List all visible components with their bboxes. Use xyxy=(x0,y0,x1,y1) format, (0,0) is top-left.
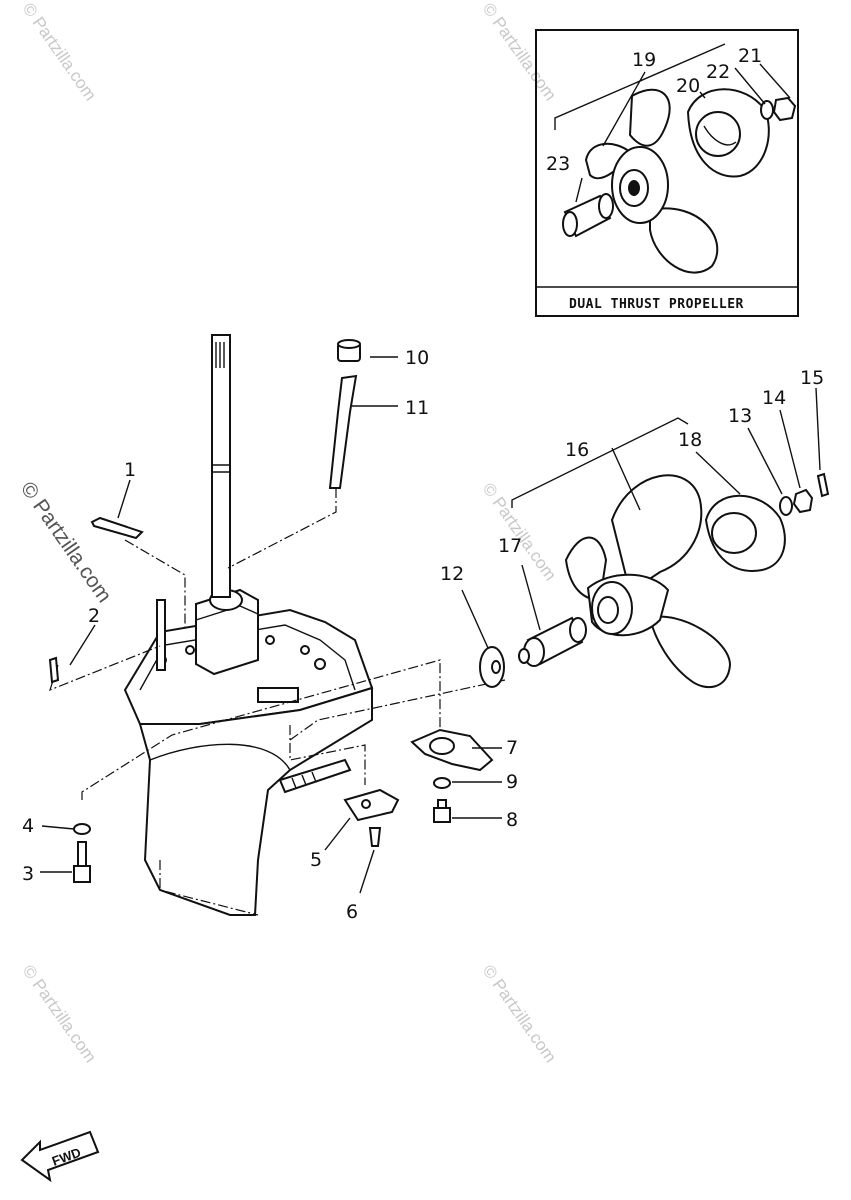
label-part-20: 20 xyxy=(676,75,700,97)
label-part-8: 8 xyxy=(506,809,518,831)
inset-washer xyxy=(760,100,774,120)
watermark-top-center: © Partzilla.com xyxy=(479,0,560,104)
watermark-mid-left: © Partzilla.com xyxy=(16,478,116,607)
inset-propeller xyxy=(584,88,719,274)
dashline-6 xyxy=(289,725,366,785)
label-part-10: 10 xyxy=(405,347,429,369)
part-9-washer: 9 xyxy=(433,771,518,793)
watermark-layer: © Partzilla.com © Partzilla.com © Partzi… xyxy=(16,0,560,1066)
label-part-7: 7 xyxy=(506,737,518,759)
part-14-nut: 14 xyxy=(762,387,814,514)
inset-spacer xyxy=(562,193,614,238)
label-part-12: 12 xyxy=(440,563,464,585)
inset-frame xyxy=(535,29,799,317)
dual-thrust-propeller-inset: DUAL THRUST PROPELLER xyxy=(535,29,799,317)
label-part-21: 21 xyxy=(738,45,762,67)
label-part-23: 23 xyxy=(546,153,570,175)
label-part-11: 11 xyxy=(405,397,429,419)
part-1-key: 1 xyxy=(90,459,144,540)
part-10-grommet: 10 xyxy=(337,339,429,369)
part-16-propeller xyxy=(564,474,732,688)
label-part-19: 19 xyxy=(632,49,656,71)
propeller-set-bracket xyxy=(511,417,689,508)
label-part-15: 15 xyxy=(800,367,824,389)
dashline-4 xyxy=(81,659,441,800)
inset-thrust-cone xyxy=(686,88,770,178)
part-8-bolt: 8 xyxy=(433,799,518,831)
label-part-6: 6 xyxy=(346,901,358,923)
label-part-22: 22 xyxy=(706,61,730,83)
inset-nut xyxy=(772,96,797,122)
part-13-washer: 13 xyxy=(728,405,793,516)
watermark-mid-center: © Partzilla.com xyxy=(479,479,560,584)
part-11-water-tube: 11 xyxy=(328,374,429,489)
part-18-thrust-hub: 18 xyxy=(678,429,786,572)
watermark-bottom-center: © Partzilla.com xyxy=(479,961,560,1066)
part-4-washer: 4 xyxy=(22,815,91,837)
label-part-16: 16 xyxy=(565,439,589,461)
part-7-trim-tab: 7 xyxy=(410,728,518,772)
watermark-top-left: © Partzilla.com xyxy=(19,0,100,104)
label-part-17: 17 xyxy=(498,535,522,557)
dashline-7 xyxy=(159,860,259,916)
part-17-spacer: 17 xyxy=(498,535,587,667)
part-3-bolt: 3 xyxy=(22,841,91,885)
fwd-arrow-icon: FWD xyxy=(20,1130,100,1183)
label-part-18: 18 xyxy=(678,429,702,451)
part-12-thrust-washer: 12 xyxy=(440,563,505,688)
label-part-9: 9 xyxy=(506,771,518,793)
dashline-1 xyxy=(124,539,186,628)
part-2-pin: 2 xyxy=(48,605,100,684)
part-6-screw: 6 xyxy=(346,827,382,923)
watermark-bottom-left: © Partzilla.com xyxy=(19,961,100,1066)
dashline-3 xyxy=(227,488,337,569)
lower-unit-housing xyxy=(123,334,374,916)
label-part-14: 14 xyxy=(762,387,786,409)
label-part-13: 13 xyxy=(728,405,752,427)
label-part-2: 2 xyxy=(88,605,100,627)
part-5-cover-plate: 5 xyxy=(310,788,400,871)
part-15-cotter-pin: 15 xyxy=(800,367,830,498)
label-part-4: 4 xyxy=(22,815,34,837)
inset-title: DUAL THRUST PROPELLER xyxy=(569,297,744,312)
label-part-3: 3 xyxy=(22,863,34,885)
label-part-1: 1 xyxy=(124,459,136,481)
label-part-5: 5 xyxy=(310,849,322,871)
